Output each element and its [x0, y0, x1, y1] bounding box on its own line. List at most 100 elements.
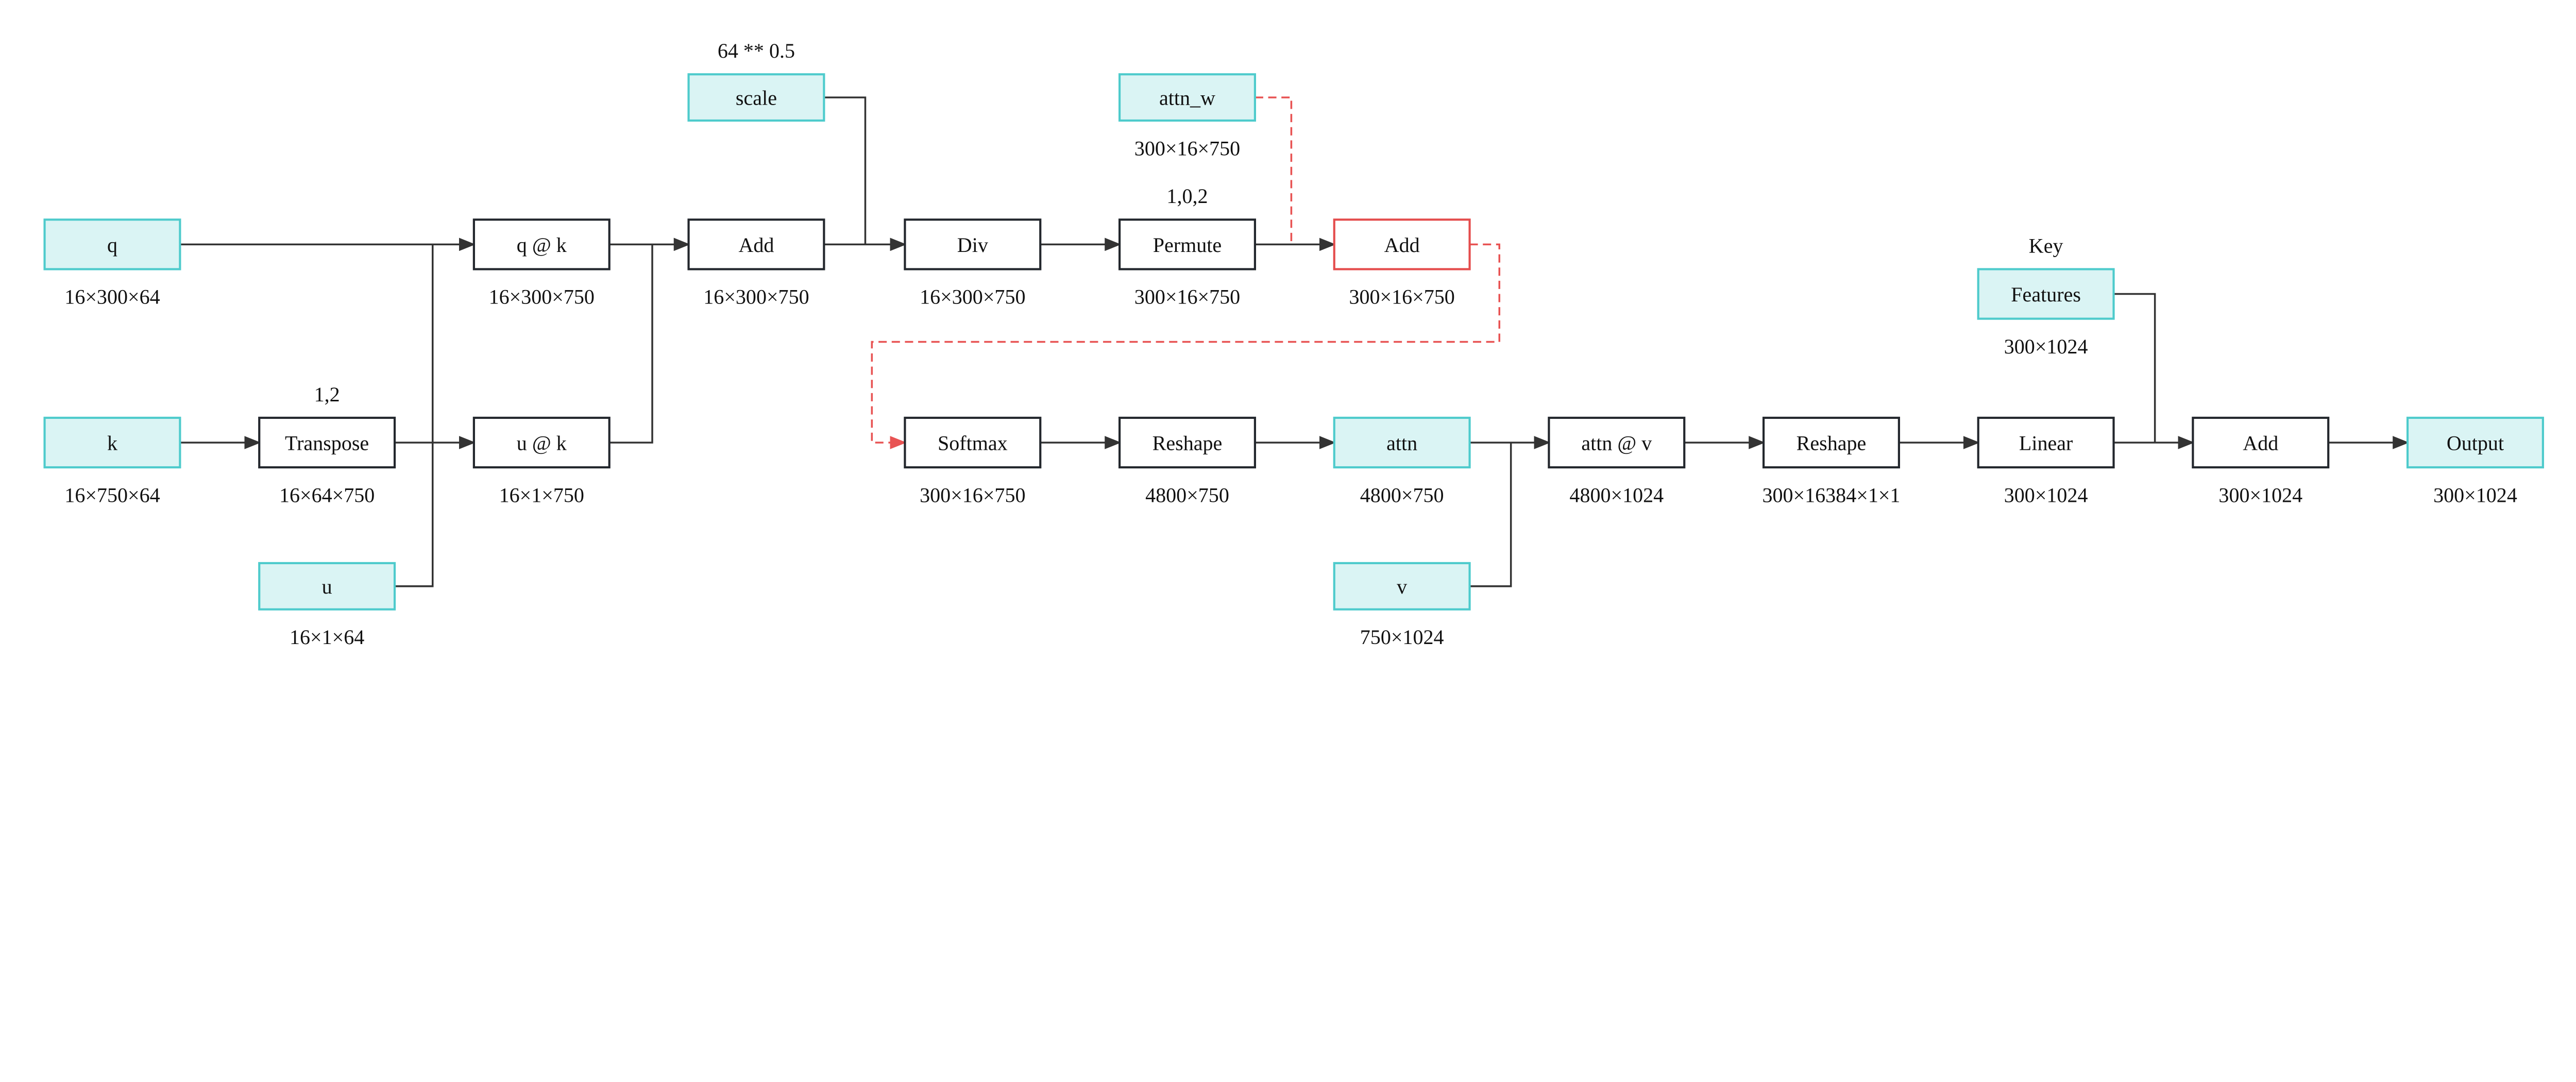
node-scale[interactable]: scale 64 ** 0.5 [687, 39, 825, 122]
node-box [1333, 416, 1471, 469]
node-box [687, 73, 825, 122]
node-shape: 750×1024 [1360, 625, 1444, 649]
node-box [1977, 268, 2115, 320]
node-add2[interactable]: Add 300×16×750 [1333, 218, 1471, 309]
node-label: Transpose [285, 431, 369, 454]
node-label: q [107, 233, 117, 257]
edge-u-join [395, 244, 434, 587]
node-box [1333, 562, 1471, 611]
node-box [1548, 416, 1686, 469]
node-label: v [1397, 575, 1408, 598]
node-label: Permute [1153, 233, 1222, 257]
node-attn[interactable]: attn 4800×750 [1333, 416, 1471, 506]
node-label: Reshape [1153, 431, 1223, 454]
node-shape: 300×1024 [2004, 335, 2088, 358]
node-box [2192, 416, 2330, 469]
edge-attnw-to-add [1255, 96, 1293, 245]
node-label: k [107, 431, 118, 454]
node-annotation: 1,0,2 [1166, 184, 1208, 208]
edge-uk-to-add [609, 244, 653, 444]
node-shape: 300×16×750 [1134, 285, 1240, 309]
node-box [472, 218, 611, 270]
node-annotation: 64 ** 0.5 [718, 39, 795, 62]
node-box [1118, 218, 1256, 270]
node-shape: 300×16×750 [1134, 137, 1240, 160]
nodes: q16×300×64q @ k16×300×750Add16×300×750sc… [43, 39, 2544, 649]
node-label: Softmax [938, 431, 1008, 454]
node-shape: 16×300×64 [64, 285, 160, 309]
node-label: u [322, 575, 332, 598]
node-label: scale [736, 87, 777, 110]
node-shape: 16×1×750 [499, 483, 584, 506]
node-shape: 4800×1024 [1569, 483, 1664, 506]
node-shape: 4800×750 [1360, 483, 1444, 506]
node-box [472, 416, 611, 469]
node-qk[interactable]: q @ k 16×300×750 [472, 218, 611, 309]
node-shape: 300×1024 [2004, 483, 2088, 506]
node-label: Add [1384, 233, 1420, 257]
node-v[interactable]: v 750×1024 [1333, 562, 1471, 649]
node-label: Add [738, 233, 774, 257]
node-label: Add [2243, 431, 2278, 454]
node-reshape2[interactable]: Reshape 300×16384×1×1 [1762, 416, 1900, 506]
node-shape: 300×1024 [2218, 483, 2302, 506]
node-label: q @ k [517, 233, 567, 257]
node-output[interactable]: Output 300×1024 [2406, 416, 2544, 506]
node-add3[interactable]: Add 300×1024 [2192, 416, 2330, 506]
node-shape: 300×1024 [2433, 483, 2517, 506]
edge-add-to-softmax [871, 243, 1501, 449]
node-box [904, 218, 1042, 270]
edge-features-to-add [2113, 293, 2156, 443]
attention-graph-diagram: q16×300×64q @ k16×300×750Add16×300×750sc… [43, 39, 2544, 649]
node-annotation: Key [2029, 234, 2063, 257]
node-box [258, 562, 396, 611]
node-add1[interactable]: Add 16×300×750 [687, 218, 825, 309]
node-attnv[interactable]: attn @ v 4800×1024 [1548, 416, 1686, 506]
node-shape: 4800×750 [1145, 483, 1229, 506]
node-label: Features [2011, 283, 2081, 306]
node-shape: 16×300×750 [703, 285, 809, 309]
node-label: Div [957, 233, 989, 257]
node-uk[interactable]: u @ k 16×1×750 [472, 416, 611, 506]
node-shape: 16×64×750 [279, 483, 375, 506]
node-shape: 16×300×750 [489, 285, 595, 309]
node-shape: 300×16×750 [920, 483, 1025, 506]
node-shape: 300×16384×1×1 [1762, 483, 1900, 506]
node-shape: 16×750×64 [64, 483, 160, 506]
node-box [258, 416, 396, 469]
node-box [2406, 416, 2544, 469]
node-box [1118, 73, 1256, 122]
node-features[interactable]: Features Key 300×1024 [1977, 234, 2115, 358]
edges [180, 96, 2410, 587]
node-reshape1[interactable]: Reshape 4800×750 [1118, 416, 1256, 506]
node-label: u @ k [517, 431, 567, 454]
node-linear[interactable]: Linear 300×1024 [1977, 416, 2115, 506]
node-attn-w[interactable]: attn_w 300×16×750 [1118, 73, 1256, 160]
node-annotation: 1,2 [314, 383, 340, 406]
edge-v-to-attnv [1469, 442, 1512, 587]
node-transpose[interactable]: Transpose 1,2 16×64×750 [258, 383, 396, 507]
node-shape: 16×300×750 [920, 285, 1025, 309]
node-box [904, 416, 1042, 469]
node-shape: 16×1×64 [290, 625, 364, 649]
node-label: Output [2447, 431, 2504, 454]
node-q[interactable]: q 16×300×64 [43, 218, 181, 309]
node-box [43, 218, 181, 270]
node-div[interactable]: Div 16×300×750 [904, 218, 1042, 309]
node-label: Linear [2019, 431, 2073, 454]
node-box [687, 218, 825, 270]
node-label: Reshape [1797, 431, 1867, 454]
node-k[interactable]: k 16×750×64 [43, 416, 181, 506]
edge-scale-to-div [824, 96, 867, 245]
node-box [1762, 416, 1900, 469]
node-permute[interactable]: Permute 1,0,2 300×16×750 [1118, 184, 1256, 309]
node-softmax[interactable]: Softmax 300×16×750 [904, 416, 1042, 506]
node-label: attn [1386, 431, 1417, 454]
node-u[interactable]: u 16×1×64 [258, 562, 396, 649]
node-label: attn_w [1159, 87, 1215, 110]
node-label: attn @ v [1581, 431, 1652, 454]
node-box [1118, 416, 1256, 469]
node-shape: 300×16×750 [1349, 285, 1454, 309]
node-box [1333, 218, 1471, 270]
node-box [1977, 416, 2115, 469]
